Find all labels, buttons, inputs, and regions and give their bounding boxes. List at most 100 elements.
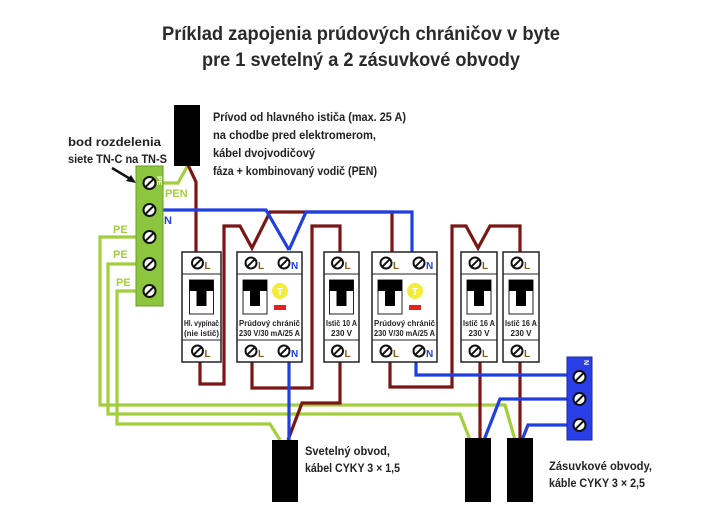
socket-circuit-note: Zásuvkové obvody,	[549, 459, 652, 473]
terminal-label: L	[258, 349, 264, 360]
socket-circuit-cable-2	[507, 438, 533, 502]
terminal-screw-icon	[277, 256, 291, 270]
terminal-screw-icon	[510, 256, 524, 270]
pe-wire-3	[115, 289, 282, 441]
pe-wire-2	[106, 262, 472, 441]
neutral-wire-2	[287, 210, 414, 252]
module-text: Istič 16 A	[505, 319, 537, 328]
module-text: 230 V/30 mA/25 A	[374, 329, 435, 338]
terminal-screw-icon	[468, 256, 482, 270]
terminal-label: L	[524, 349, 530, 360]
terminal-screw-icon	[331, 344, 344, 358]
screw-icon	[142, 284, 157, 298]
pe-label: PE	[113, 224, 128, 236]
screw-icon	[142, 203, 157, 217]
screw-slot	[279, 346, 289, 356]
terminal-label: L	[345, 261, 351, 272]
socket-circuit-cable-1	[465, 438, 491, 502]
phase-rcd1-out	[250, 224, 342, 390]
screw-icon	[572, 370, 587, 384]
toggle-handle-icon	[336, 280, 347, 306]
module-text: Istič 16 A	[463, 319, 495, 328]
light-circuit-note: Svetelný obvod,	[305, 444, 390, 458]
terminal-label: L	[345, 349, 351, 360]
terminal-screw-icon	[379, 256, 393, 270]
supply-note-line: fáza + kombinovaný vodič (PEN)	[213, 164, 377, 178]
test-button-icon	[407, 283, 423, 299]
indicator-icon	[409, 305, 421, 310]
phase-supply-wire	[186, 164, 198, 252]
screw-slot	[279, 258, 289, 268]
title-line-2: pre 1 svetelný a 2 zásuvkové obvody	[202, 50, 520, 71]
terminal-screw-icon	[412, 344, 426, 358]
terminal-screw-icon	[191, 344, 204, 358]
supply-note-line: kábel dvojvodičový	[213, 146, 315, 160]
supply-note-line: na chodbe pred elektromerom,	[213, 128, 376, 142]
screw-slot	[192, 258, 203, 268]
screw-slot	[470, 258, 480, 268]
pe-screws	[142, 176, 157, 298]
terminal-label: N	[291, 261, 298, 272]
pe-label: PE	[116, 277, 131, 289]
terminal-screw-icon	[331, 256, 344, 270]
terminal-screw-icon	[244, 256, 258, 270]
screw-slot	[381, 346, 391, 356]
screw-slot	[414, 346, 424, 356]
pe-terminal-block: PE PEN N PE PE PE	[113, 165, 188, 307]
light-circuit-cable	[272, 440, 298, 502]
terminal-screw-icon	[468, 344, 482, 358]
screw-slot	[574, 394, 585, 404]
test-button-label: T	[277, 287, 283, 298]
screw-icon	[572, 392, 587, 406]
pe-wire-1	[98, 235, 517, 441]
screw-icon	[572, 418, 587, 432]
arrow-head-icon	[126, 175, 136, 183]
module-text: 230 V	[331, 329, 353, 338]
light-circuit-note: kábel CYKY 3 × 1,5	[305, 461, 400, 475]
terminal-label: L	[482, 349, 488, 360]
terminal-screw-icon	[379, 344, 393, 358]
split-note-line: siete TN-C na TN-S	[68, 152, 167, 166]
module-text: Istič 10 A	[326, 319, 357, 328]
terminal-screw-icon	[412, 256, 426, 270]
n-label: N	[164, 215, 172, 227]
pen-wire	[163, 164, 190, 185]
terminal-screw-icon	[191, 256, 204, 270]
screw-slot	[246, 346, 256, 356]
terminal-label: L	[205, 261, 211, 272]
split-note-line: bod rozdelenia	[68, 135, 161, 149]
socket-circuit-note: káble CYKY 3 × 2,5	[549, 476, 645, 490]
terminal-label: L	[205, 349, 211, 360]
screw-slot	[144, 286, 155, 296]
toggle-handle-icon	[516, 280, 526, 306]
module-text: (nie istič)	[184, 329, 219, 338]
toggle-handle-icon	[196, 280, 207, 306]
terminal-label: L	[393, 261, 399, 272]
screw-slot	[144, 205, 155, 215]
supply-cable	[174, 105, 200, 166]
screw-slot	[192, 346, 203, 356]
terminal-label: N	[291, 349, 298, 360]
pe-label: PE	[113, 249, 128, 261]
split-point-note: bod rozdelenia siete TN-C na TN-S	[68, 135, 167, 183]
neutral-socket-wire-1	[482, 397, 578, 441]
toggle-handle-icon	[250, 280, 260, 306]
screw-icon	[142, 176, 157, 190]
title-line-1: Príklad zapojenia prúdových chráničov v …	[162, 24, 560, 45]
terminal-label: L	[482, 261, 488, 272]
n-screws	[572, 370, 587, 432]
screw-slot	[144, 259, 155, 269]
terminal-label: L	[258, 261, 264, 272]
neutral-socket-wire-2	[520, 423, 578, 441]
module-text: 230 V	[511, 329, 533, 338]
terminal-screw-icon	[244, 344, 258, 358]
screw-slot	[574, 420, 585, 430]
phase-light-wire	[286, 362, 342, 441]
screw-slot	[144, 178, 155, 188]
supply-note: Prívod od hlavného ističa (max. 25 A) na…	[213, 110, 406, 178]
